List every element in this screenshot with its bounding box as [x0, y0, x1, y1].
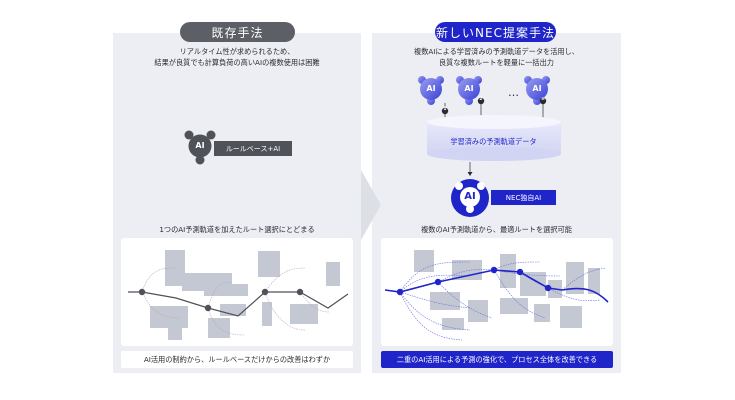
obstacle-block	[204, 284, 248, 296]
route-node	[138, 288, 146, 296]
obstacle-block	[290, 304, 318, 324]
nec-method-tab: 新しいNEC提案手法	[435, 22, 556, 42]
obstacle-block	[452, 260, 482, 280]
number-1-marker	[441, 107, 449, 115]
candidate-route	[561, 267, 607, 291]
ai-model-2-label: AI	[464, 84, 474, 93]
candidate-route	[493, 269, 546, 319]
ai-model-1-icon	[418, 76, 444, 105]
route-node	[296, 288, 304, 296]
alt-route	[264, 267, 306, 293]
trajectory-database	[427, 115, 561, 161]
existing-method-description: リアルタイム性が求められるため、 結果が良質でも計算負荷の高いAIの複数使用は困…	[113, 46, 361, 68]
ai-icon-label: AI	[195, 141, 205, 150]
obstacle-block	[560, 306, 582, 328]
desc-line: 結果が良質でも計算負荷の高いAIの複数使用は困難	[154, 58, 320, 67]
candidate-route	[399, 291, 471, 331]
candidate-route	[437, 281, 493, 319]
nec-original-ai-badge: NEC独自AI	[491, 190, 556, 205]
candidate-route	[437, 269, 495, 283]
obstacle-block	[414, 250, 434, 272]
nec-method-description: 複数AIによる学習済みの予測軌道データを活用し、 良質な複数ルートを軽量に一括出…	[372, 46, 621, 68]
ai-icon	[184, 130, 216, 165]
optimal-route	[384, 269, 609, 303]
nec-ai-icon	[451, 179, 489, 217]
desc-line: 複数AIによる学習済みの予測軌道データを活用し、	[414, 47, 579, 56]
route-node	[490, 266, 498, 274]
route-node	[434, 278, 442, 286]
candidate-route	[493, 261, 541, 271]
obstacle-block	[468, 300, 488, 322]
number-n-marker	[539, 97, 547, 105]
obstacle-block	[534, 304, 550, 322]
number-n-label: n	[541, 97, 545, 102]
number-2-marker	[477, 97, 485, 105]
nec-route-caption: 複数のAI予測軌道から、最適ルートを選択可能	[421, 225, 572, 234]
obstacle-block	[258, 251, 280, 277]
obstacle-block	[326, 262, 340, 286]
number-2-label: 2	[479, 97, 483, 102]
trajectory-database-label: 学習済みの予測軌道データ	[450, 137, 537, 146]
main-route	[128, 291, 349, 317]
desc-line: 良質な複数ルートを軽量に一括出力	[438, 58, 554, 67]
existing-method-summary: AI活用の制約から、ルールベースだけからの改善はわずか	[121, 351, 353, 368]
obstacle-block	[430, 292, 460, 310]
candidate-route	[399, 274, 471, 293]
alt-route	[207, 281, 233, 309]
obstacle-block	[150, 306, 188, 328]
obstacle-block	[566, 262, 584, 294]
candidate-route	[399, 291, 463, 341]
ai-model-1-label: AI	[426, 84, 436, 93]
existing-route-caption: 1つのAI予測軌道を加えたルート選択にとどまる	[159, 225, 315, 234]
nec-ai-icon-label: AI	[464, 191, 476, 202]
nec-method-summary: 二重のAI活用による予測の強化で、プロセス全体を改善できる	[381, 351, 613, 368]
route-node	[204, 304, 212, 312]
existing-method-tab: 既存手法	[180, 22, 295, 42]
obstacle-block	[168, 326, 182, 340]
candidate-route	[547, 287, 601, 301]
route-node	[261, 288, 269, 296]
ellipsis: …	[508, 86, 520, 99]
obstacle-block	[500, 298, 528, 314]
route-node	[396, 288, 404, 296]
number-1-label: 1	[443, 107, 447, 112]
alt-route	[141, 290, 181, 319]
route-node	[544, 284, 552, 292]
rule-based-ai-badge: ルールベース+AI	[214, 141, 292, 156]
route-node	[516, 268, 524, 276]
alt-route	[299, 291, 331, 313]
ai-model-n-label: AI	[532, 84, 542, 93]
alt-route	[207, 307, 246, 336]
alt-route	[141, 267, 176, 292]
alt-route	[264, 291, 306, 331]
obstacle-block	[588, 268, 600, 294]
obstacle-block	[262, 302, 272, 326]
desc-line: リアルタイム性が求められるため、	[179, 47, 295, 56]
ai-model-2-icon	[456, 76, 482, 105]
candidate-route	[493, 269, 561, 277]
ai-model-n-icon	[524, 76, 550, 105]
